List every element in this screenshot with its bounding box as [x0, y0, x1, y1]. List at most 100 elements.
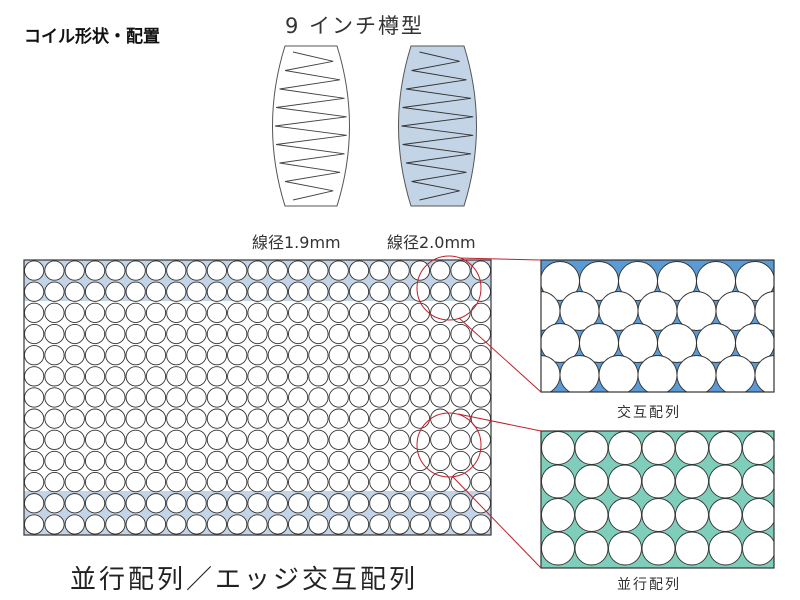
- coil-circle: [308, 302, 329, 323]
- coil-circle: [145, 281, 167, 302]
- coil-circle: [389, 493, 410, 514]
- coil-circle: [44, 281, 65, 302]
- coil-circle: [369, 366, 390, 387]
- zoom-panel-staggered: [540, 259, 775, 393]
- coil-circle: [430, 302, 451, 323]
- coil-circle: [84, 493, 106, 514]
- coil-circle: [470, 260, 491, 281]
- coil-circle: [44, 408, 65, 429]
- coil-circle: [369, 260, 390, 281]
- coil-circle: [308, 281, 329, 302]
- coil-circle: [247, 302, 268, 323]
- coil-circle: [44, 302, 65, 323]
- coil-circle: [125, 387, 146, 408]
- coil-circle: [247, 345, 268, 366]
- coil-circle: [186, 429, 207, 450]
- coil-circle: [84, 450, 106, 472]
- coil-circle: [348, 281, 370, 302]
- coil-circle: [267, 302, 288, 323]
- zoom-coil-circle: [574, 464, 609, 499]
- coil-circle: [227, 514, 248, 535]
- coil-circle: [166, 260, 187, 281]
- coil-circle: [24, 281, 45, 302]
- coil-circle: [308, 514, 329, 535]
- coil-circle: [84, 345, 106, 366]
- zoom-coil-circle: [637, 355, 678, 392]
- coil-circle: [389, 323, 410, 345]
- coil-circle: [186, 366, 207, 387]
- mattress-frame: [23, 259, 492, 536]
- coil-circle: [125, 472, 146, 493]
- coil-circle: [145, 408, 167, 429]
- coil-circle: [24, 345, 45, 366]
- zoom-coil-circle: [675, 531, 709, 566]
- coil-circle: [186, 493, 207, 514]
- coil-body-1: [272, 45, 350, 207]
- coil-circle: [308, 345, 329, 366]
- coil-circle: [308, 429, 329, 450]
- coil-circle: [470, 514, 491, 535]
- coil-circle: [288, 408, 309, 429]
- zoom-coil-circle: [708, 498, 743, 532]
- coil-circle: [409, 387, 431, 408]
- coil-circle: [450, 260, 471, 281]
- coil-circle: [44, 472, 65, 493]
- coil-circle: [125, 302, 146, 323]
- coil-circle: [389, 260, 410, 281]
- coil-circle: [247, 387, 268, 408]
- coil-circle: [328, 387, 349, 408]
- coil-circle: [288, 323, 309, 345]
- coil-wire-1-9mm: [272, 45, 350, 207]
- coil-circle: [328, 408, 349, 429]
- coil-circle: [145, 323, 167, 345]
- coil-circle: [186, 450, 207, 472]
- coil-circle: [409, 408, 431, 429]
- zoom-coil-circle: [608, 531, 642, 566]
- coil-circle: [206, 450, 227, 472]
- mattress-coil-grid: [23, 259, 492, 536]
- coil-circle: [470, 387, 491, 408]
- coil-circle: [369, 323, 390, 345]
- coil-circle: [84, 514, 106, 535]
- coil-circle: [105, 302, 126, 323]
- coil-circle: [430, 493, 451, 514]
- coil-circle: [125, 281, 146, 302]
- coil-circle: [430, 408, 451, 429]
- coil-circle: [308, 493, 329, 514]
- coil-circle: [64, 260, 85, 281]
- coil-circle: [450, 366, 471, 387]
- zoom-coil-circle: [708, 531, 743, 566]
- coil-circle: [348, 323, 370, 345]
- coil-circle: [206, 514, 227, 535]
- coil-circle: [450, 323, 471, 345]
- coil-circle: [206, 408, 227, 429]
- zoom-coil-circle: [742, 531, 774, 566]
- coil-circle: [84, 281, 106, 302]
- zoom-coil-circle: [608, 498, 642, 532]
- coil-circle: [409, 323, 431, 345]
- coil-circle: [450, 514, 471, 535]
- coil-circle: [430, 450, 451, 472]
- coil-circle: [247, 429, 268, 450]
- coil-circle: [186, 323, 207, 345]
- zoom-panel-1-label: 交互配列: [617, 405, 681, 421]
- coil-circle: [44, 366, 65, 387]
- coil-circle: [64, 387, 85, 408]
- coil-circle: [267, 514, 288, 535]
- coil-circle: [348, 493, 370, 514]
- coil-circle: [409, 429, 431, 450]
- coil-circle: [348, 472, 370, 493]
- coil-body-2: [398, 45, 477, 207]
- zoom-coil-circle: [742, 498, 774, 532]
- coil-circle: [145, 429, 167, 450]
- coil-circle: [430, 429, 451, 450]
- zoom-panel-2-circles: [541, 431, 774, 566]
- diagram-caption: 並行配列／エッジ交互配列: [70, 565, 419, 595]
- coil-circle: [328, 302, 349, 323]
- coil-circle: [166, 514, 187, 535]
- zoom-panel-1-circles: [541, 261, 774, 392]
- coil-circle: [44, 323, 65, 345]
- zoom-panel-parallel: [540, 430, 775, 569]
- coil-circle: [389, 281, 410, 302]
- coil-circle: [450, 281, 471, 302]
